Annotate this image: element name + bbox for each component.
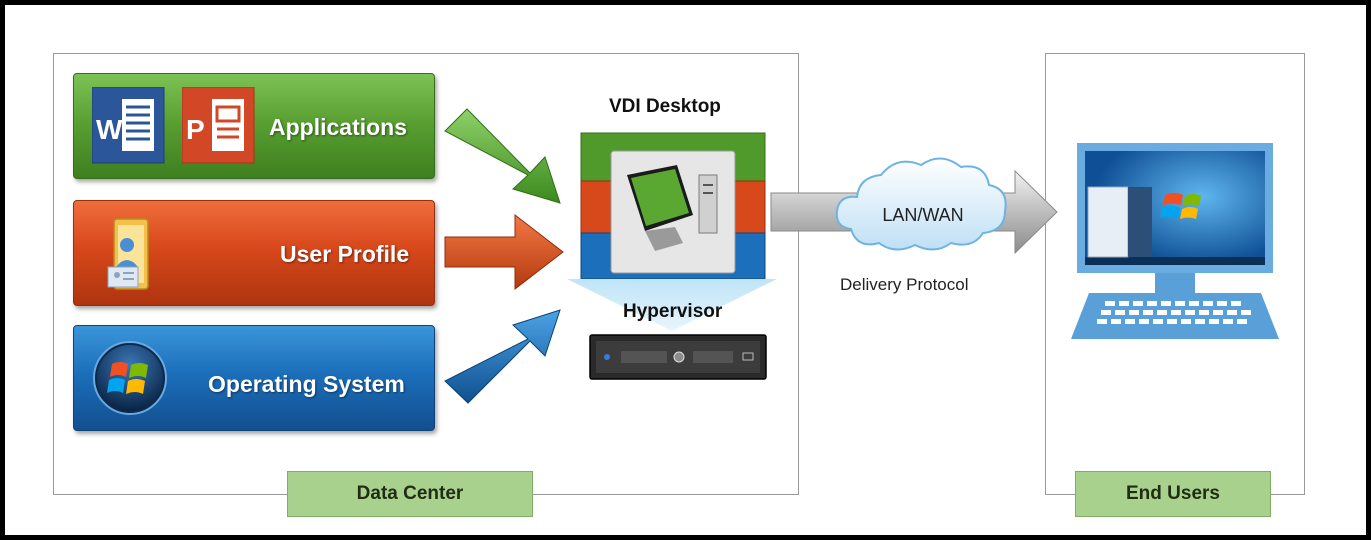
applications-arrow xyxy=(444,108,561,204)
operating-system-bar: Operating System xyxy=(73,325,435,431)
end-user-computer-icon xyxy=(1071,143,1279,339)
operating-system-arrow xyxy=(444,309,561,404)
user-profile-label: User Profile xyxy=(280,241,410,267)
applications-bar: W P Applications xyxy=(73,73,435,179)
layer-arrows xyxy=(444,108,1279,404)
vdi-desktop-title: VDI Desktop xyxy=(609,96,721,117)
user-profile-arrow xyxy=(444,213,564,291)
data-center-tag: Data Center xyxy=(287,471,533,517)
user-profile-folder-icon xyxy=(107,218,149,290)
hypervisor-server-icon xyxy=(589,334,767,380)
applications-label: Applications xyxy=(269,114,408,140)
hypervisor-funnel xyxy=(567,279,777,331)
svg-text:P: P xyxy=(186,114,205,145)
hypervisor-title: Hypervisor xyxy=(623,301,723,322)
word-icon: W xyxy=(92,87,165,164)
desktop-computer-icon xyxy=(610,150,736,274)
svg-text:W: W xyxy=(96,114,123,145)
delivery-protocol-label: Delivery Protocol xyxy=(840,275,969,294)
powerpoint-icon: P xyxy=(182,87,255,164)
windows-logo-icon xyxy=(93,341,167,415)
user-profile-bar: User Profile xyxy=(73,200,435,306)
network-cloud-icon xyxy=(835,157,1007,251)
operating-system-label: Operating System xyxy=(208,371,405,397)
lan-wan-label: LAN/WAN xyxy=(882,205,964,225)
end-users-tag: End Users xyxy=(1075,471,1271,517)
keyboard-keys xyxy=(1097,301,1251,324)
